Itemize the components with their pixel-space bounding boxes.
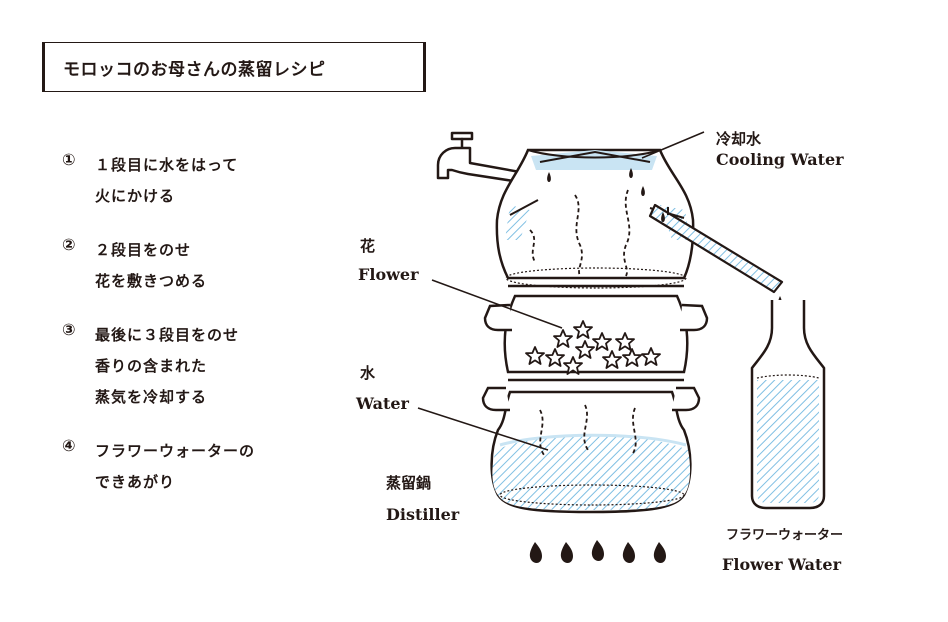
step-line: 最後に３段目をのせ	[95, 326, 240, 344]
step-2: ② ２段目をのせ 花を敷きつめる	[62, 235, 302, 297]
step-number: ②	[62, 235, 76, 254]
flame-icons	[529, 540, 666, 564]
step-line: 蒸気を冷却する	[95, 388, 208, 406]
condenser-tube	[648, 203, 784, 294]
step-line: フラワーウォーターの	[95, 442, 256, 460]
label-cooling-water-ja: 冷却水	[716, 130, 762, 148]
label-water-en: Water	[356, 394, 409, 413]
step-line: 香りの含まれた	[95, 357, 208, 375]
step-1: ① １段目に水をはって 火にかける	[62, 150, 302, 212]
top-pot	[495, 148, 695, 289]
label-flower-water-en: Flower Water	[722, 555, 842, 574]
bottom-pot	[481, 386, 701, 514]
label-flower-water-ja: フラワーウォーター	[726, 528, 844, 543]
step-line: １段目に水をはって	[95, 156, 239, 174]
step-line: できあがり	[95, 473, 176, 491]
label-distiller-ja: 蒸留鍋	[386, 474, 432, 492]
steps-list: ① １段目に水をはって 火にかける ② ２段目をのせ 花を敷きつめる ③ 最後に…	[62, 150, 302, 521]
middle-pot	[483, 294, 709, 382]
label-distiller-en: Distiller	[386, 505, 460, 524]
step-line: ２段目をのせ	[95, 241, 192, 259]
step-4: ④ フラワーウォーターの できあがり	[62, 436, 302, 498]
leader-lines	[417, 131, 705, 451]
step-number: ④	[62, 436, 76, 455]
faucet-icon	[436, 131, 522, 184]
step-3: ③ 最後に３段目をのせ 香りの含まれた 蒸気を冷却する	[62, 320, 302, 413]
label-water-ja: 水	[360, 364, 376, 382]
label-cooling-water-en: Cooling Water	[716, 150, 844, 169]
step-number: ③	[62, 320, 76, 339]
page-title: モロッコのお母さんの蒸留レシピ	[63, 60, 326, 80]
label-flower-en: Flower	[358, 265, 419, 284]
bottle	[750, 300, 826, 510]
title-box: モロッコのお母さんの蒸留レシピ	[42, 42, 426, 92]
step-line: 花を敷きつめる	[95, 272, 208, 290]
flowers	[525, 320, 661, 375]
step-number: ①	[62, 150, 76, 169]
step-line: 火にかける	[95, 187, 176, 205]
label-flower-ja: 花	[360, 237, 376, 255]
